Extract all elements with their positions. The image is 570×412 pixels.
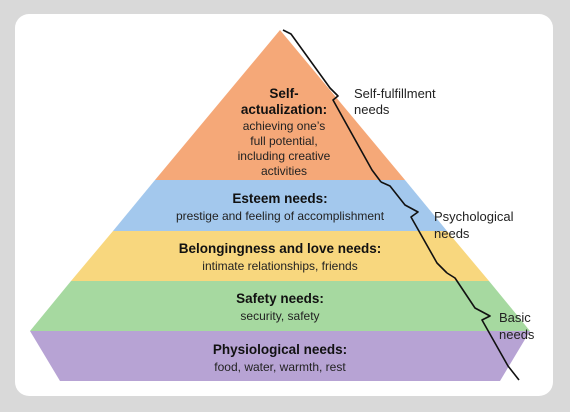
tier-title-self-actualization-line-1: Self- bbox=[269, 86, 298, 101]
group-label-psychological-line-2: needs bbox=[434, 226, 470, 241]
tier-band-self-actualization bbox=[155, 30, 405, 180]
tier-title-physiological: Physiological needs: bbox=[213, 342, 347, 357]
group-label-self-fulfillment-line-1: Self-fulfillment bbox=[354, 86, 436, 101]
tier-desc-belonging: intimate relationships, friends bbox=[202, 259, 357, 273]
tier-title-safety: Safety needs: bbox=[236, 291, 324, 306]
group-label-basic-line-2: needs bbox=[499, 327, 535, 342]
tier-title-self-actualization-line-2: actualization: bbox=[241, 102, 327, 117]
tier-title-belonging: Belongingness and love needs: bbox=[179, 241, 382, 256]
tier-band-physiological bbox=[30, 331, 530, 381]
group-label-psychological-line-1: Psychological bbox=[434, 209, 514, 224]
tier-band-belonging bbox=[71, 231, 489, 281]
tier-desc-physiological: food, water, warmth, rest bbox=[214, 360, 346, 374]
bracket-psychological bbox=[380, 181, 448, 274]
tier-band-safety bbox=[30, 281, 530, 331]
tier-desc-safety: security, safety bbox=[240, 309, 319, 323]
tier-title-esteem: Esteem needs: bbox=[232, 191, 327, 206]
group-label-basic-line-1: Basic bbox=[499, 310, 531, 325]
tier-desc-self-actualization-line-3: including creative bbox=[238, 149, 331, 163]
tier-desc-self-actualization-line-4: activities bbox=[261, 164, 307, 178]
group-label-self-fulfillment-line-2: needs bbox=[354, 102, 390, 117]
tier-desc-self-actualization-line-1: achieving one’s bbox=[243, 119, 326, 133]
tier-desc-esteem: prestige and feeling of accomplishment bbox=[176, 209, 385, 223]
tier-desc-self-actualization-line-2: full potential, bbox=[250, 134, 317, 148]
bracket-basic bbox=[446, 272, 520, 381]
tier-band-esteem bbox=[113, 180, 447, 231]
bracket-self-fulfillment bbox=[282, 29, 382, 183]
